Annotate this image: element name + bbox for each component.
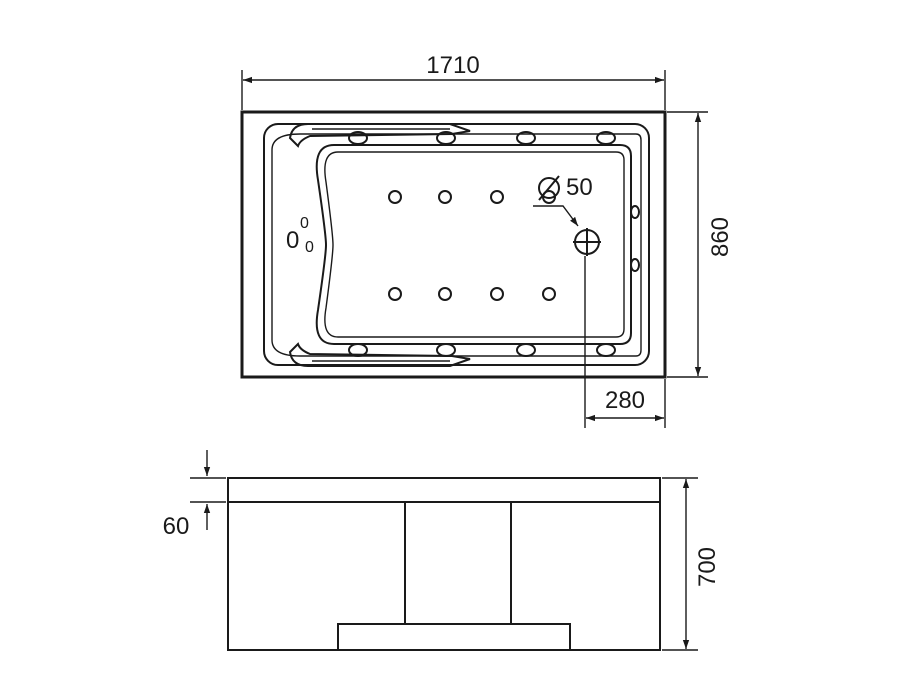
rim-jet-icon (516, 131, 536, 145)
drain-diameter-callout: 50 (533, 174, 593, 227)
massage-jet-icon (490, 287, 504, 301)
massage-jet-icon (542, 287, 556, 301)
diameter-symbol-icon (538, 177, 560, 199)
dimension-width: 860 (667, 111, 734, 378)
handle-top (288, 123, 471, 148)
dimension-width-label: 860 (707, 217, 734, 257)
rim-jet-icon (436, 131, 456, 145)
rim-jet-icon (516, 343, 536, 357)
top-view: 0 0 0 50 1710 (240, 52, 734, 428)
rim-jet-icon (596, 131, 616, 145)
side-view: 60 700 (163, 450, 721, 651)
dimension-height-label: 700 (694, 547, 721, 587)
side-jets (630, 205, 640, 272)
rim-jet-icon (596, 343, 616, 357)
massage-jet-icon (388, 287, 402, 301)
massage-jets (388, 190, 556, 301)
rim-jet-icon (348, 131, 368, 145)
massage-jet-icon (438, 287, 452, 301)
rim-jet-icon (436, 343, 456, 357)
tub-rim (263, 123, 650, 366)
tub-basin (315, 144, 632, 345)
tub-base-plate (337, 623, 571, 651)
dimension-length-label: 1710 (426, 52, 479, 79)
air-jet-mark: 0 (286, 227, 299, 254)
air-jet-mark: 0 (300, 215, 309, 232)
dimension-drain-offset: 280 (586, 379, 666, 428)
side-jet-icon (630, 258, 640, 272)
handle-bottom (288, 342, 471, 367)
massage-jet-icon (388, 190, 402, 204)
dimension-drain-offset-label: 280 (605, 387, 645, 414)
tub-basin-inner (324, 151, 625, 338)
dimension-rim-thickness-label: 60 (163, 513, 190, 540)
dimension-length: 1710 (241, 52, 666, 110)
dimension-height: 700 (662, 477, 721, 651)
drain-icon (573, 228, 601, 256)
tub-outer-deck (240, 110, 667, 379)
rim-jet-icon (348, 343, 368, 357)
massage-jet-icon (490, 190, 504, 204)
massage-jet-icon (438, 190, 452, 204)
rim-jets (348, 131, 616, 357)
air-jet-mark: 0 (305, 239, 314, 256)
dimension-rim-thickness: 60 (163, 450, 226, 540)
side-jet-icon (630, 205, 640, 219)
air-jets: 0 0 0 (286, 215, 314, 256)
drain-diameter-label: 50 (566, 174, 593, 201)
tub-rim-inner (271, 133, 642, 357)
